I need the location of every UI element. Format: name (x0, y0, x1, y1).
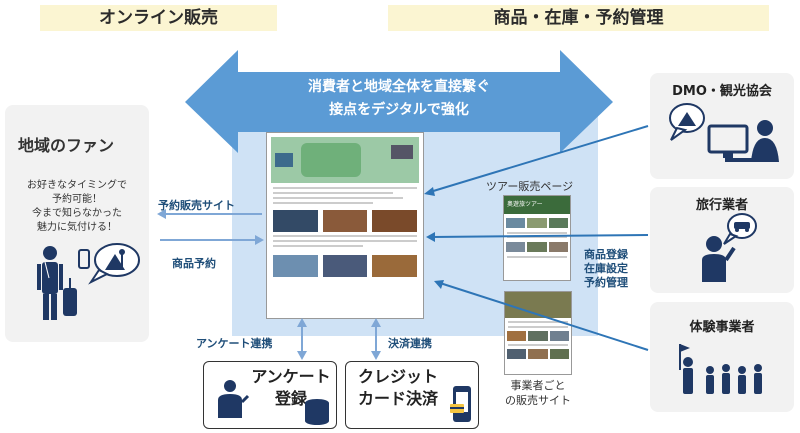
credit-card-line2: カード決済 (357, 389, 438, 408)
survey-box-text: アンケート 登録 (248, 366, 334, 410)
tour-page-header: 奥遊旅ツアー (504, 196, 570, 214)
tour-group-icon (679, 344, 762, 394)
survey-person-icon (218, 380, 250, 418)
label-tour-page: ツアー販売ページ (486, 180, 574, 193)
management-line1: 商品登録 (584, 248, 628, 261)
label-survey-link: アンケート連携 (196, 337, 273, 350)
experience-operator-title: 体験事業者 (689, 320, 755, 335)
management-line2: 在庫設定 (584, 262, 628, 275)
traveler-icon (37, 243, 140, 320)
database-icon (305, 399, 329, 425)
arrow-text-line1: 消費者と地域全体を直接繋ぐ (308, 79, 490, 95)
banner-management: 商品・在庫・予約管理 (388, 5, 769, 31)
label-management: 商品登録 在庫設定 予約管理 (584, 248, 628, 290)
dmo-computer-icon (669, 103, 779, 162)
operator-site-label-line2: の販売サイト (505, 394, 571, 407)
booking-site-screenshot (266, 132, 424, 319)
label-booking-site: 予約販売サイト (158, 199, 235, 212)
fan-desc-line2: 予約可能！ (52, 194, 102, 205)
operator-site-label-line1: 事業者ごと (510, 379, 566, 392)
fan-desc-line3: 今まで知らなかった (32, 208, 122, 219)
travel-agent-icon (702, 213, 757, 282)
fan-desc-line4: 魅力に気付ける！ (37, 222, 117, 233)
smartphone-card-icon (450, 386, 471, 422)
operator-site-screenshot (504, 291, 572, 375)
survey-box-line1: アンケート (251, 367, 331, 386)
tour-page-screenshot: 奥遊旅ツアー (503, 195, 571, 281)
fan-title: 地域のファン (18, 136, 115, 155)
fan-desc-line1: お好きなタイミングで (27, 180, 127, 191)
label-payment-link: 決済連携 (388, 337, 432, 350)
credit-card-line1: クレジット (357, 367, 438, 386)
dmo-title: DMO・観光協会 (672, 84, 772, 99)
survey-box-line2: 登録 (274, 389, 307, 408)
label-product-booking: 商品予約 (172, 257, 216, 270)
fan-desc: お好きなタイミングで 予約可能！ 今まで知らなかった 魅力に気付ける！ (10, 179, 144, 235)
credit-card-text: クレジット カード決済 (348, 366, 448, 410)
management-line3: 予約管理 (584, 276, 628, 289)
travel-agency-title: 旅行業者 (695, 198, 748, 213)
experience-operator-panel (650, 302, 794, 412)
arrow-text-line2: 接点をデジタルで強化 (329, 102, 469, 118)
banner-online-sales: オンライン販売 (40, 5, 277, 31)
operator-site-label: 事業者ごと の販売サイト (488, 378, 588, 408)
